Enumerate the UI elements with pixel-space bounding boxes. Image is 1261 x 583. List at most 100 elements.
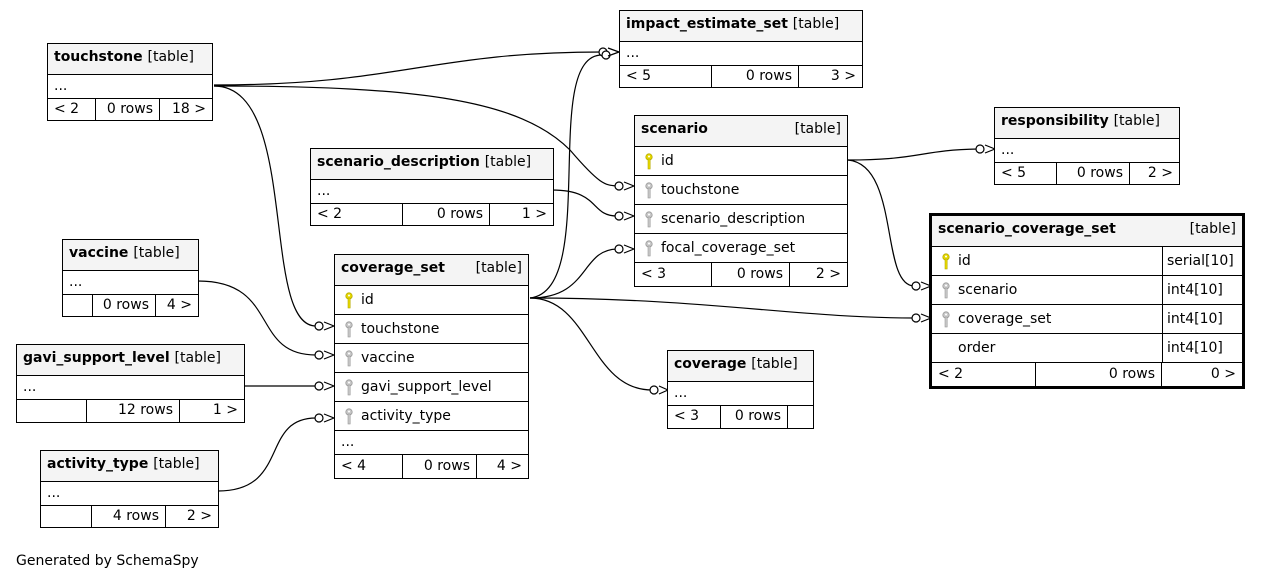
column-order[interactable]: order int4[10] (932, 333, 1242, 362)
children-link[interactable]: 4 > (166, 297, 192, 313)
stats-row: 12 rows 1 > (17, 399, 244, 423)
ellipsis-row: ... (311, 179, 553, 203)
table-impact_estimate_set[interactable]: impact_estimate_set [table] ... < 5 0 ro… (619, 10, 863, 88)
column-name: id (361, 292, 374, 308)
table-title: activity_type (47, 456, 149, 472)
edge-vaccine-coverage_set (197, 280, 317, 356)
table-kind: [table] (794, 121, 841, 137)
edge-end-circle (601, 50, 611, 60)
table-coverage[interactable]: coverage [table] ... < 3 0 rows (667, 350, 814, 429)
table-kind: [table] (751, 356, 798, 372)
column-focal_coverage_set[interactable]: focal_coverage_set (635, 233, 847, 262)
children-link[interactable]: 2 > (1147, 165, 1173, 181)
generator-footer: Generated by SchemaSpy (16, 553, 199, 569)
column-id[interactable]: id (335, 285, 528, 314)
parents-link[interactable]: < 2 (932, 363, 1036, 387)
column-name: focal_coverage_set (661, 240, 796, 256)
table-title: touchstone (54, 49, 143, 65)
column-touchstone[interactable]: touchstone (635, 175, 847, 204)
column-gavi_support_level[interactable]: gavi_support_level (335, 372, 528, 401)
crowfoot (984, 144, 996, 154)
foreign-key-icon (942, 311, 950, 328)
column-id[interactable]: id (635, 146, 847, 175)
table-activity_type[interactable]: activity_type [table] ... 4 rows 2 > (40, 450, 219, 528)
parents-link[interactable]: < 3 (668, 406, 721, 429)
crowfoot (323, 381, 335, 391)
children-link[interactable]: 3 > (830, 68, 856, 84)
column-coverage_set[interactable]: coverage_set int4[10] (932, 304, 1242, 333)
edge-coverage_set-scenario (529, 248, 618, 299)
table-title: vaccine (69, 245, 129, 261)
parents-link[interactable] (17, 400, 87, 423)
parents-link[interactable] (63, 295, 93, 317)
parents-link[interactable]: < 4 (335, 455, 403, 479)
foreign-key-icon (345, 379, 353, 396)
children-link[interactable]: 0 > (1210, 366, 1236, 382)
foreign-key-icon (345, 350, 353, 367)
table-kind: [table] (133, 245, 180, 261)
column-activity_type[interactable]: activity_type (335, 401, 528, 430)
row-count: 0 rows (96, 99, 160, 121)
ellipsis-row: ... (668, 381, 813, 405)
table-kind: [table] (484, 154, 532, 170)
column-touchstone[interactable]: touchstone (335, 314, 528, 343)
column-name: touchstone (361, 321, 440, 337)
edge-end-circle (911, 313, 921, 323)
table-title: responsibility (1001, 113, 1109, 129)
stats-row: < 2 0 rows 0 > (932, 362, 1242, 387)
parents-link[interactable]: < 5 (620, 66, 712, 88)
column-name: touchstone (661, 182, 740, 198)
parents-link[interactable]: < 3 (635, 263, 712, 286)
table-title: coverage (674, 356, 747, 372)
parents-link[interactable]: < 2 (48, 99, 96, 121)
table-vaccine[interactable]: vaccine [table] ... 0 rows 4 > (62, 239, 199, 317)
ellipsis-row: ... (620, 41, 862, 65)
column-type: int4[10] (1162, 276, 1242, 304)
table-gavi_support_level[interactable]: gavi_support_level [table] ... 12 rows 1… (16, 344, 245, 423)
column-type: int4[10] (1162, 305, 1242, 333)
table-scenario_description[interactable]: scenario_description [table] ... < 2 0 r… (310, 148, 554, 226)
edge-activity_type-coverage_set (217, 417, 317, 492)
ellipsis-row: ... (335, 430, 528, 454)
column-name: scenario_description (661, 211, 806, 227)
crowfoot (623, 181, 635, 191)
crowfoot (323, 321, 335, 331)
table-coverage_set[interactable]: coverage_set[table] id touchstone vaccin… (334, 254, 529, 479)
row-count: 0 rows (1057, 163, 1130, 185)
column-name: order (958, 340, 996, 356)
table-touchstone[interactable]: touchstone [table] ... < 2 0 rows 18 > (47, 43, 213, 121)
children-link[interactable]: 4 > (496, 458, 522, 474)
table-kind: [table] (792, 16, 840, 32)
parents-link[interactable] (41, 506, 92, 528)
table-kind: [table] (475, 260, 522, 276)
children-link[interactable]: 1 > (212, 402, 238, 418)
children-link[interactable] (788, 406, 813, 429)
children-link[interactable]: 18 > (172, 101, 206, 117)
children-link[interactable]: 2 > (186, 508, 212, 524)
parents-link[interactable]: < 5 (995, 163, 1057, 185)
crowfoot (323, 413, 335, 423)
edge-end-circle (614, 181, 624, 191)
parents-link[interactable]: < 2 (311, 204, 403, 226)
children-link[interactable]: 1 > (521, 206, 547, 222)
table-responsibility[interactable]: responsibility [table] ... < 5 0 rows 2 … (994, 107, 1180, 185)
primary-key-icon (645, 153, 653, 170)
ellipsis-row: ... (48, 74, 212, 98)
table-kind: [table] (147, 49, 194, 65)
column-id[interactable]: id serial[10] (932, 246, 1242, 275)
column-scenario[interactable]: scenario int4[10] (932, 275, 1242, 304)
edge-scenario-responsibility (847, 148, 979, 161)
column-scenario_description[interactable]: scenario_description (635, 204, 847, 233)
column-name: gavi_support_level (361, 379, 492, 395)
table-scenario[interactable]: scenario[table] id touchstone scenario_d… (634, 115, 848, 287)
row-count: 4 rows (92, 506, 166, 528)
column-vaccine[interactable]: vaccine (335, 343, 528, 372)
children-link[interactable]: 2 > (815, 266, 841, 282)
edge-coverage_set-coverage (529, 297, 653, 391)
edge-end-circle (649, 385, 659, 395)
table-scenario_coverage_set[interactable]: scenario_coverage_set[table] id serial[1… (929, 213, 1245, 389)
ellipsis-row: ... (63, 270, 198, 294)
stats-row: 4 rows 2 > (41, 505, 218, 528)
column-type: serial[10] (1162, 247, 1242, 275)
